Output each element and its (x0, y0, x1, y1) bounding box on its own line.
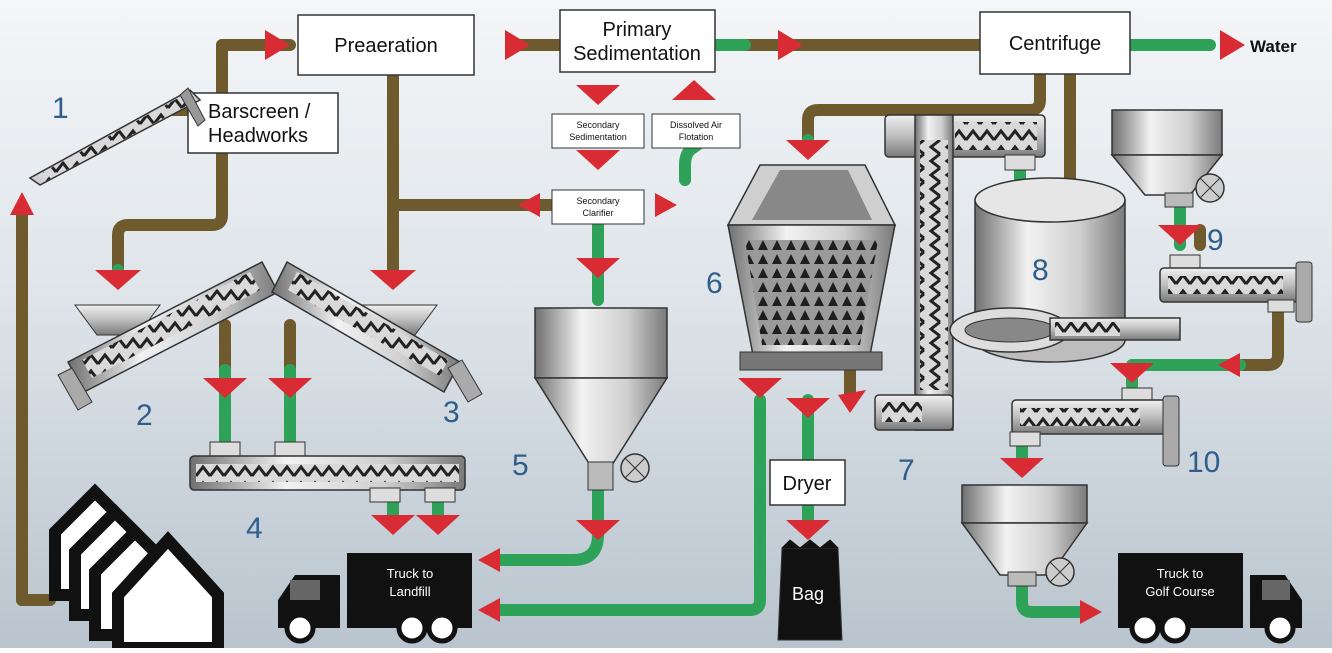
dryer-hopper-6 (726, 164, 897, 371)
primary-sedimentation-box: Primary Sedimentation (559, 9, 716, 73)
bag-label: Bag (792, 584, 824, 604)
secondary-sedimentation-box: Secondary Sedimentation (551, 113, 645, 149)
truck-golf-line1: Truck to (1157, 566, 1203, 581)
arrow-icon (370, 270, 416, 290)
secondary-sed-line1: Secondary (576, 120, 620, 130)
barscreen-label-line2: Headworks (208, 125, 308, 147)
dryer-label: Dryer (783, 473, 832, 495)
preaeration-label: Preaeration (334, 35, 437, 57)
truck-landfill-line2: Landfill (389, 584, 430, 599)
clarifier-line1: Secondary (576, 196, 620, 206)
arrow-icon (265, 30, 290, 60)
arrow-icon (518, 193, 540, 217)
arrow-icon (203, 378, 247, 398)
barscreen-headworks-box: Barscreen / Headworks (187, 92, 339, 154)
truck-to-landfill: Truck to Landfill (278, 553, 472, 644)
step-numbers: 1 2 3 4 5 6 7 8 9 10 (52, 92, 1224, 545)
step-number-6: 6 (706, 267, 723, 300)
truck-to-golf-course: Truck to Golf Course (1118, 553, 1302, 644)
conveyor-9 (1159, 254, 1313, 323)
preaeration-box: Preaeration (297, 14, 475, 76)
mixing-tank-8 (949, 177, 1181, 363)
arrow-icon (371, 515, 415, 535)
final-hopper (960, 484, 1089, 587)
arrow-icon (576, 520, 620, 540)
step-number-2: 2 (136, 399, 153, 432)
dryer-box: Dryer (769, 459, 846, 506)
step-number-4: 4 (246, 512, 263, 545)
houses-icon (49, 483, 224, 653)
clarifier-line2: Clarifier (582, 208, 613, 218)
dissolved-line1: Dissolved Air (670, 120, 722, 130)
arrow-icon (1220, 30, 1245, 60)
step-number-1: 1 (52, 92, 69, 125)
arrow-icon (786, 520, 830, 540)
arrow-icon (1080, 600, 1102, 624)
secondary-clarifier-box: Secondary Clarifier (551, 189, 645, 225)
step-number-7: 7 (898, 454, 915, 487)
step-number-8: 8 (1032, 254, 1049, 287)
arrow-icon (416, 515, 460, 535)
primary-label-line1: Primary (603, 19, 672, 41)
arrow-icon (1218, 353, 1240, 377)
arrow-icon (10, 192, 34, 215)
arrow-icon (672, 80, 716, 100)
water-label: Water (1250, 37, 1297, 56)
arrow-icon (576, 150, 620, 170)
truck-landfill-line1: Truck to (387, 566, 433, 581)
step-number-9: 9 (1207, 224, 1224, 257)
centrifuge-box: Centrifuge (979, 11, 1131, 75)
arrow-icon (738, 378, 782, 398)
arrow-icon (268, 378, 312, 398)
arrow-icon (576, 258, 620, 278)
bag-icon: Bag (777, 539, 843, 641)
dissolved-air-flotation-box: Dissolved Air Flotation (651, 113, 741, 149)
primary-label-line2: Sedimentation (573, 43, 701, 65)
arrow-icon (786, 398, 830, 418)
hopper-5 (533, 307, 669, 491)
barscreen-label-line1: Barscreen / (208, 101, 311, 123)
barscreen-equipment (28, 87, 206, 186)
screw-conveyor-3 (271, 260, 483, 403)
arrow-icon (95, 270, 141, 290)
arrow-icon (786, 140, 830, 160)
arrow-icon (655, 193, 677, 217)
dissolved-line2: Flotation (679, 132, 714, 142)
arrow-icon (778, 30, 803, 60)
arrow-icon (1110, 363, 1154, 383)
arrow-icon (576, 85, 620, 105)
step-number-5: 5 (512, 449, 529, 482)
step-number-10: 10 (1187, 446, 1220, 479)
hopper-9 (1110, 109, 1225, 208)
elevator-conveyor-7 (874, 114, 1046, 431)
truck-golf-line2: Golf Course (1145, 584, 1214, 599)
arrow-icon (1158, 225, 1202, 245)
secondary-sed-line2: Sedimentation (569, 132, 627, 142)
centrifuge-label: Centrifuge (1009, 33, 1101, 55)
arrow-icon (1000, 458, 1044, 478)
arrow-icon (478, 598, 500, 622)
arrow-icon (478, 548, 500, 572)
conveyor-10 (1009, 387, 1180, 467)
horizontal-conveyor-4 (189, 441, 466, 503)
arrow-icon (505, 30, 530, 60)
arrow-icon (838, 390, 866, 413)
step-number-3: 3 (443, 396, 460, 429)
